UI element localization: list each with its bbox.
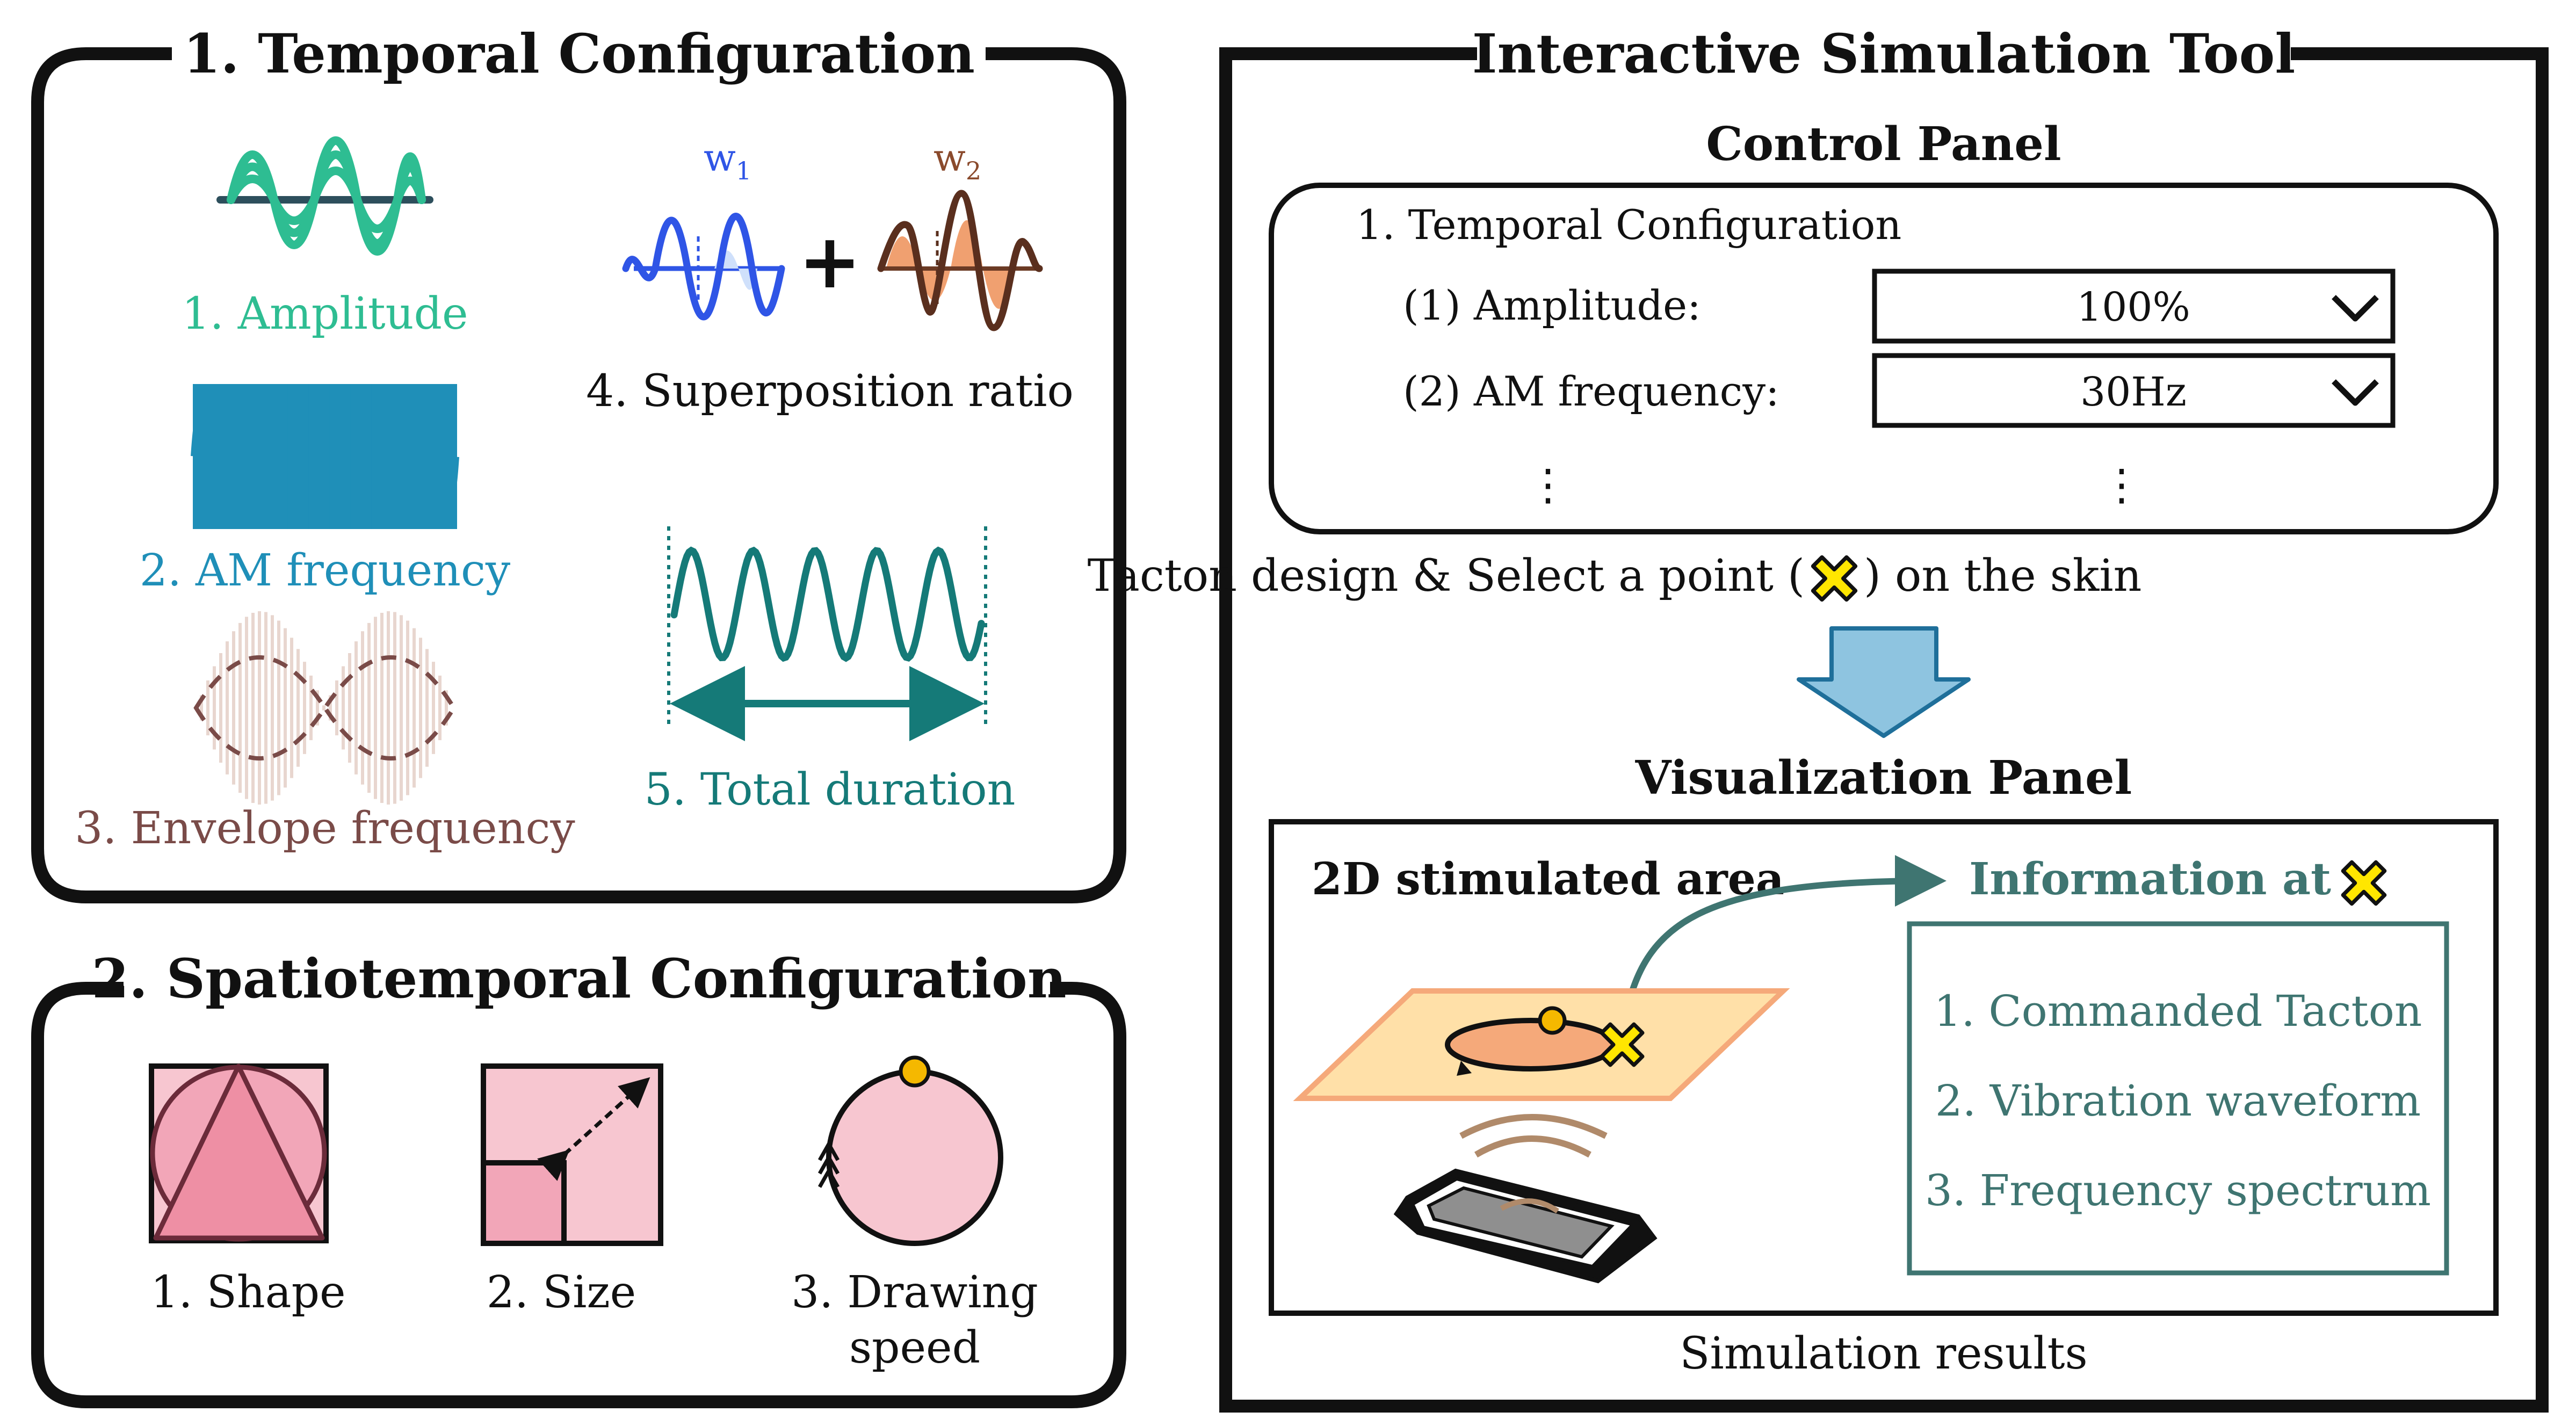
envelope-frequency-icon [193,611,457,805]
am-dropdown-value: 30Hz [2080,369,2187,415]
am-frequency-dropdown[interactable]: 30Hz [1872,353,2396,428]
size-icon [481,1063,663,1246]
info-item-1: 1. Commanded Tacton [1934,986,2422,1036]
info-marker-icon [2343,862,2385,904]
info-item-3: 3. Frequency spectrum [1925,1165,2431,1215]
info-item-2: 2. Vibration waveform [1935,1076,2421,1126]
ellipsis-left: ⋮ [1526,460,1569,510]
size-label: 2. Size [487,1267,636,1318]
trajectory-ellipse [1445,1018,1617,1072]
drawing-speed-label-2: speed [849,1322,980,1373]
visualization-panel-title: Visualization Panel [1635,751,2132,805]
w2-label: w2 [934,136,981,185]
temporal-title: 1. Temporal Configuration [183,22,975,85]
w1-wave [622,213,785,321]
tool-title: Interactive Simulation Tool [1472,22,2296,85]
visualization-box [1269,819,2499,1316]
shape-label: 1. Shape [150,1267,345,1318]
w2-wave [877,190,1043,331]
drawing-speed-label-1: 3. Drawing [791,1267,1038,1318]
amplitude-dropdown-value: 100% [2076,284,2190,330]
link-arrow [1622,855,1947,1022]
am-frequency-label: 2. AM frequency [140,545,511,596]
superposition-icon: w1 w2 + [622,136,1043,331]
tool-panel: Interactive Simulation Tool Control Pane… [1088,22,2549,1413]
amplitude-icon [216,136,433,256]
control-panel-title: Control Panel [1706,117,2061,171]
spatio-panel: 2. Spatiotemporal Configuration 1. Shape… [31,947,1126,1408]
down-arrow-icon [1797,626,1971,738]
results-caption: Simulation results [1680,1328,2087,1379]
moving-point [1538,1006,1567,1035]
am-frequency-icon [191,384,459,529]
skin-plane [1293,988,1790,1101]
total-duration-label: 5. Total duration [645,764,1016,815]
amplitude-field-label: (1) Amplitude: [1403,281,1701,329]
duration-icon [667,526,987,741]
chevron-down-icon [2332,295,2379,322]
chevron-down-icon [2332,379,2379,406]
superposition-label: 4. Superposition ratio [586,366,1074,417]
haptic-device-icon [1393,1114,1658,1284]
info-box [1907,921,2449,1276]
am-field-label: (2) AM frequency: [1403,367,1779,415]
drawing-speed-icon [817,1055,1003,1246]
amplitude-label: 1. Amplitude [182,288,468,339]
select-point-marker-icon [1813,557,1855,599]
w1-label: w1 [704,136,751,185]
shape-icon [149,1063,329,1243]
envelope-frequency-label: 3. Envelope frequency [75,803,575,854]
spatio-title: 2. Spatiotemporal Configuration [92,947,1067,1010]
temporal-panel: 1. Temporal Configuration 1. Amplitude 2… [31,22,1126,903]
control-panel-box [1269,183,2499,534]
caption-after: ) on the skin [1864,551,2141,602]
cp-section-title: 1. Temporal Configuration [1356,201,1901,249]
amplitude-dropdown[interactable]: 100% [1872,269,2396,344]
info-label: Information at [1969,853,2331,905]
caption-before: Tacton design & Select a point ( [1088,551,1805,602]
area-label: 2D stimulated area [1312,853,1784,905]
ellipsis-right: ⋮ [2100,460,2143,510]
plus-sign: + [798,218,861,306]
